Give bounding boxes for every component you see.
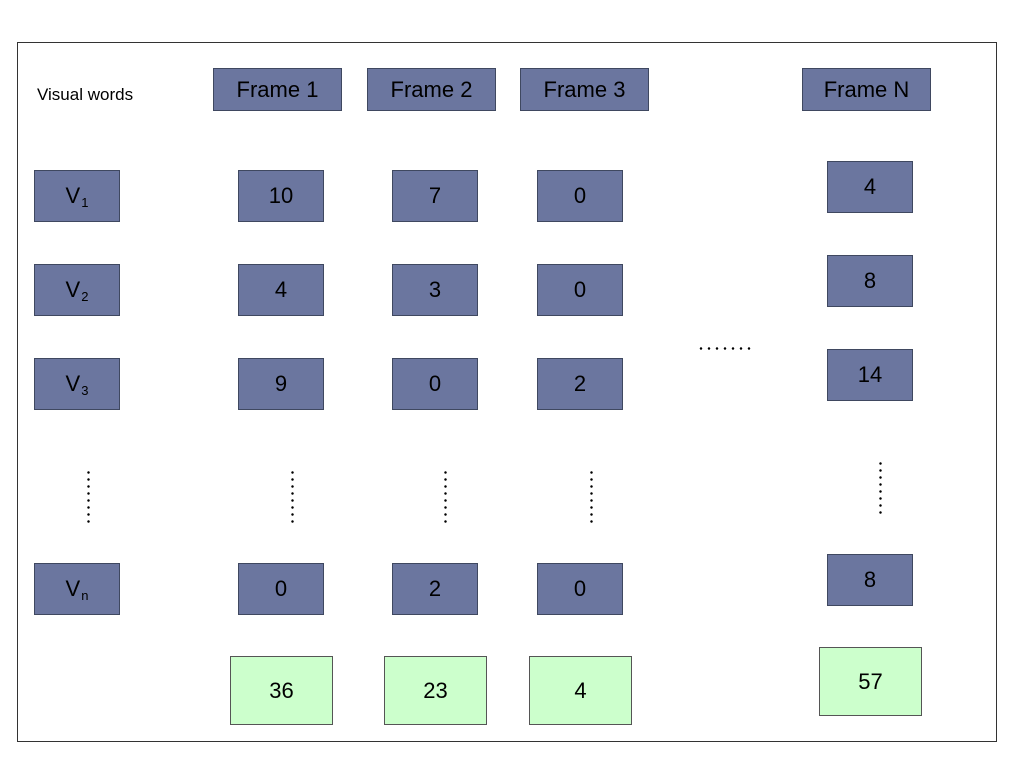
visual-word-subscript: n	[81, 587, 89, 603]
ellipsis-vertical-icon	[87, 469, 90, 525]
frame-header-2: Frame 2	[367, 68, 496, 111]
count-frame1-v2: 4	[238, 264, 324, 316]
frame-header-3: Frame 3	[520, 68, 649, 111]
total-frame2: 23	[384, 656, 487, 725]
count-frame2-v1: 7	[392, 170, 478, 222]
count-frame3-vn: 0	[537, 563, 623, 615]
count-framen-v3: 14	[827, 349, 913, 401]
ellipsis-vertical-icon	[444, 469, 447, 525]
ellipsis-vertical-icon	[590, 469, 593, 525]
visual-word-base: V	[65, 371, 81, 396]
count-frame2-v3: 0	[392, 358, 478, 410]
count-frame1-v3: 9	[238, 358, 324, 410]
total-frame1: 36	[230, 656, 333, 725]
visual-word-base: V	[65, 576, 81, 601]
count-framen-v2: 8	[827, 255, 913, 307]
total-frame3: 4	[529, 656, 632, 725]
count-framen-vn: 8	[827, 554, 913, 606]
count-framen-v1: 4	[827, 161, 913, 213]
count-frame3-v1: 0	[537, 170, 623, 222]
frame-header-n: Frame N	[802, 68, 931, 111]
count-frame2-v2: 3	[392, 264, 478, 316]
count-frame2-vn: 2	[392, 563, 478, 615]
visual-word-subscript: 3	[81, 382, 89, 398]
total-framen: 57	[819, 647, 922, 716]
frame-header-1: Frame 1	[213, 68, 342, 111]
count-frame3-v2: 0	[537, 264, 623, 316]
count-frame3-v3: 2	[537, 358, 623, 410]
visual-word-subscript: 1	[81, 194, 89, 210]
count-frame1-v1: 10	[238, 170, 324, 222]
visual-word-base: V	[65, 183, 81, 208]
ellipsis-vertical-icon	[291, 469, 294, 525]
diagram-border	[17, 42, 997, 742]
visual-word-base: V	[65, 277, 81, 302]
visual-word-subscript: 2	[81, 288, 89, 304]
ellipsis-vertical-icon	[879, 460, 882, 516]
count-frame1-vn: 0	[238, 563, 324, 615]
ellipsis-horizontal-icon	[697, 347, 753, 350]
visual-words-label: Visual words	[37, 85, 134, 104]
